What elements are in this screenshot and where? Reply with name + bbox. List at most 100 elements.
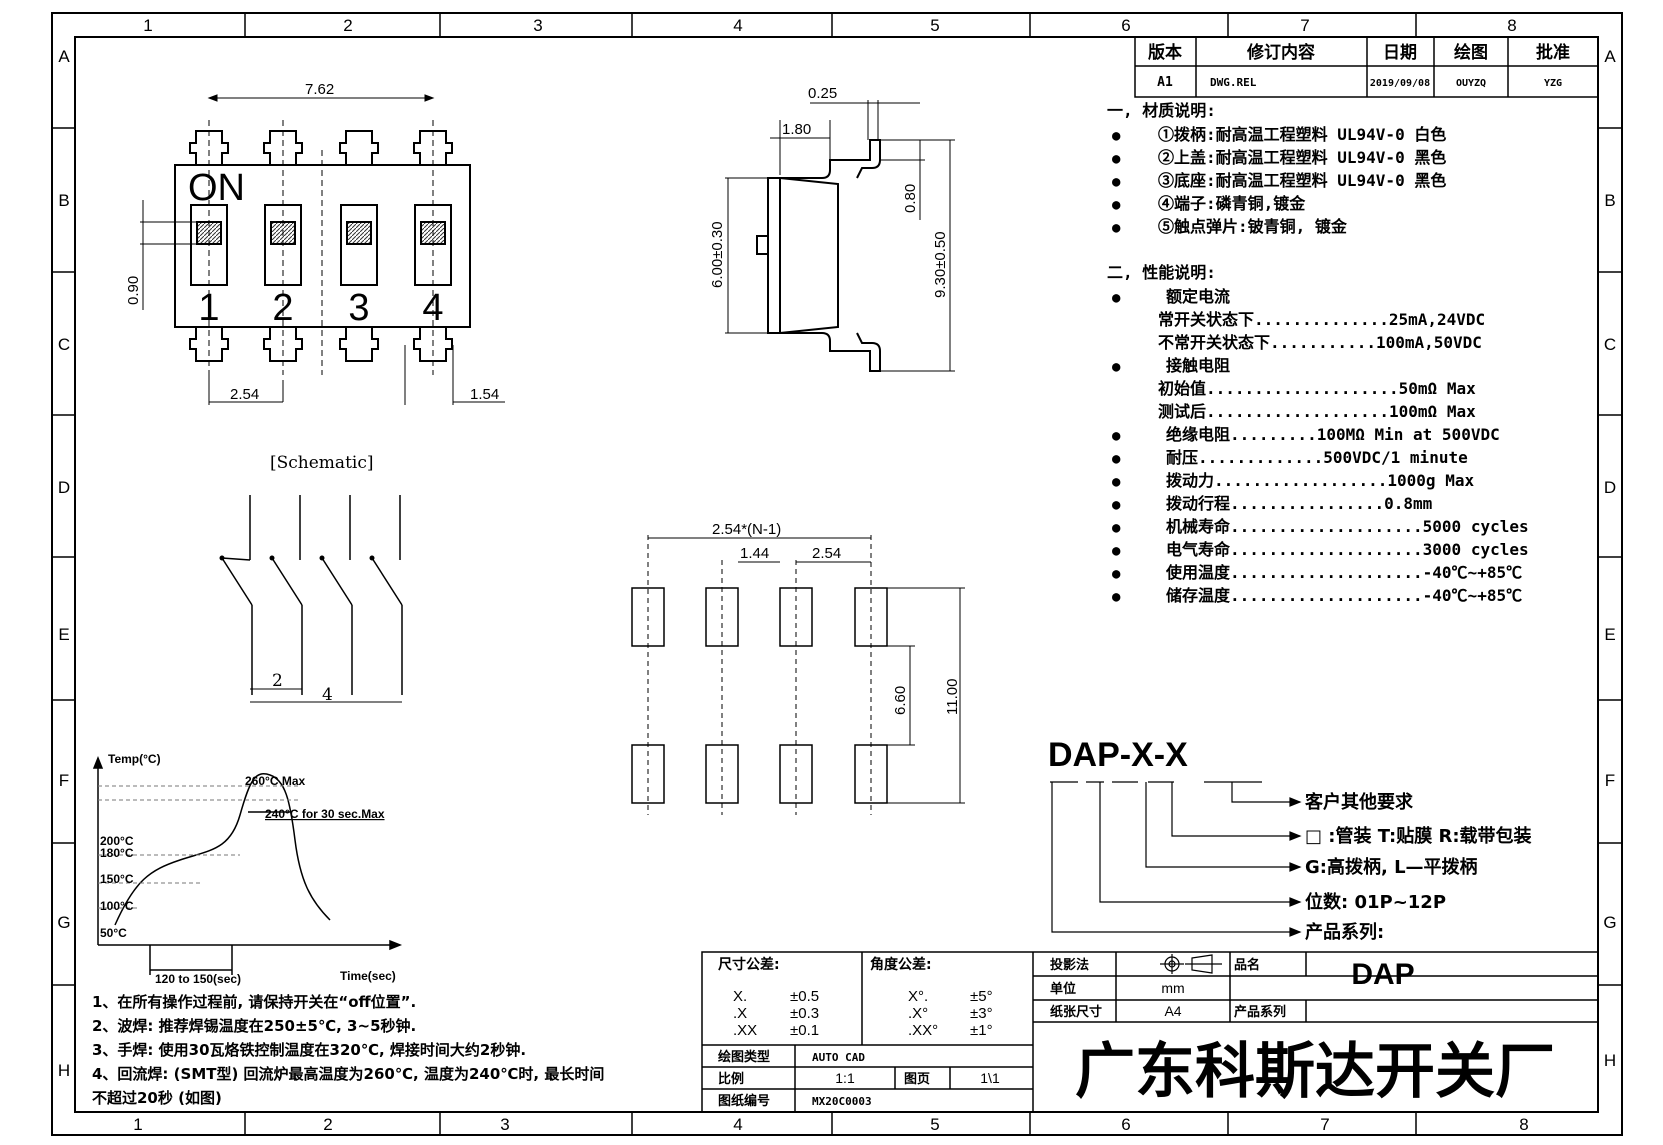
note-line: 不超过20秒 (如图) [92, 1089, 222, 1107]
dim-label: 1.44 [740, 545, 769, 562]
rev-header: 版本 [1148, 42, 1182, 63]
col-label: 7 [1300, 16, 1309, 35]
row-label: A [1604, 47, 1616, 66]
tb-label: 绘图类型 [718, 1049, 770, 1065]
bullet-icon: ● [1112, 589, 1121, 605]
product-name: DAP [1351, 958, 1414, 991]
switch-number: 4 [422, 287, 443, 329]
peak-label: 260°C Max [245, 774, 305, 788]
rev-cell: OUYZQ [1456, 78, 1486, 89]
tb-value: 1:1 [835, 1070, 855, 1086]
performance-line: 拨动行程................0.8mm [1166, 494, 1433, 513]
pin-bottom [189, 327, 453, 362]
tol-cell: ±5° [970, 988, 993, 1005]
row-label: E [58, 625, 69, 644]
switch-slots [190, 204, 452, 286]
duration-label: 120 to 150(sec) [155, 972, 241, 986]
performance-line: 耐压.............500VDC/1 minute [1166, 448, 1468, 467]
axis-label: Temp(°C) [108, 752, 161, 766]
material-item: ①拨柄:耐高温工程塑料 UL94V-0 白色 [1158, 125, 1446, 144]
tb-value: 1\1 [980, 1070, 1000, 1086]
col-label: 4 [733, 16, 742, 35]
dim-label: 1.54 [470, 386, 499, 403]
bullet-icon: ● [1112, 566, 1121, 582]
tol-cell: .X [733, 1005, 747, 1022]
tol-cell: .X° [908, 1005, 928, 1022]
tol-cell: X. [733, 988, 747, 1005]
dim-label: 0.90 [125, 276, 142, 305]
performance-line: 额定电流 [1166, 287, 1230, 306]
col-label: 8 [1519, 1115, 1528, 1134]
axis-label: Time(sec) [340, 969, 396, 983]
tol-cell: ±0.3 [790, 1005, 819, 1022]
hold-label: 240°C for 30 sec.Max [265, 807, 385, 821]
col-label: 8 [1507, 16, 1516, 35]
bullet-icon: ● [1112, 428, 1121, 444]
material-item: ②上盖:耐高温工程塑料 UL94V-0 黑色 [1158, 148, 1446, 167]
dim-label: 6.60 [892, 686, 909, 715]
rev-cell: YZG [1544, 78, 1562, 89]
tb-label: 图页 [904, 1072, 930, 1087]
row-label: F [1605, 771, 1615, 790]
performance-line: 不常开关状态下...........100mA,50VDC [1158, 333, 1482, 352]
side-view-labels: 0.25 1.80 0.80 6.00±0.30 9.30±0.50 [709, 85, 949, 298]
bullet-icon: ● [1112, 497, 1121, 513]
tb-value: AUTO CAD [812, 1051, 865, 1064]
dim-label: 7.62 [305, 81, 334, 98]
legend-item: □ :管装 T:贴膜 R:载带包装 [1305, 825, 1532, 847]
row-label: B [1604, 191, 1615, 210]
performance-line: 常开关状态下..............25mA,24VDC [1158, 310, 1485, 329]
col-label: 3 [500, 1115, 509, 1134]
company-name: 广东科斯达开关厂 [1075, 1037, 1555, 1107]
spec-text: 一, 材质说明: ● ①拨柄:耐高温工程塑料 UL94V-0 白色 ● ②上盖:… [1107, 101, 1529, 605]
dim-label: 2.54 [812, 545, 841, 562]
performance-line: 接触电阻 [1166, 356, 1230, 375]
col-label: 1 [143, 16, 152, 35]
tb-value: A4 [1164, 1003, 1181, 1019]
rev-cell: DWG.REL [1210, 76, 1257, 89]
tol-cell: ±1° [970, 1022, 993, 1039]
col-label: 6 [1121, 1115, 1130, 1134]
tb-label: 品名 [1234, 957, 1260, 973]
rev-header: 绘图 [1454, 42, 1488, 63]
temp-label: 200°C [100, 834, 134, 848]
row-label: C [1604, 335, 1616, 354]
temp-label: 180°C [100, 846, 134, 860]
performance-line: 绝缘电阻.........100MΩ Min at 500VDC [1166, 425, 1500, 444]
switch-number: 3 [348, 287, 369, 329]
rev-cell: A1 [1157, 75, 1173, 90]
col-label: 5 [930, 16, 939, 35]
row-label: H [58, 1061, 70, 1080]
tol-cell: ±0.5 [790, 988, 819, 1005]
rev-cell: 2019/09/08 [1370, 78, 1430, 89]
legend-item: 位数: 01P~12P [1305, 891, 1446, 913]
on-label: ON [188, 167, 245, 209]
performance-line: 使用温度....................-40℃~+85℃ [1165, 563, 1522, 582]
col-label: 2 [323, 1115, 332, 1134]
tol-cell: ±0.1 [790, 1022, 819, 1039]
dim-label: 2.54 [230, 386, 259, 403]
row-label: B [58, 191, 69, 210]
tol-title: 角度公差: [870, 956, 932, 973]
revision-table: 版本 修订内容 日期 绘图 批准 A1 DWG.REL 2019/09/08 O… [1134, 36, 1599, 98]
bullet-icon: ● [1112, 220, 1121, 236]
col-label: 7 [1320, 1115, 1329, 1134]
row-label: E [1604, 625, 1615, 644]
schematic: [Schematic] 2 4 [219, 453, 403, 705]
pin-top [189, 130, 453, 165]
performance-line: 储存温度....................-40℃~+85℃ [1165, 586, 1522, 605]
performance-line: 电气寿命....................3000 cycles [1166, 540, 1529, 559]
dim-label: 6.00±0.30 [709, 221, 726, 288]
bullet-icon: ● [1112, 197, 1121, 213]
note-line: 1、在所有操作过程前, 请保持开关在“off位置”. [92, 993, 416, 1011]
note-line: 4、回流焊: (SMT型) 回流炉最高温度为260℃, 温度为240℃时, 最长… [92, 1065, 604, 1083]
rev-header: 日期 [1383, 43, 1417, 63]
tol-cell: .XX [733, 1022, 757, 1039]
bullet-icon: ● [1112, 520, 1121, 536]
tb-label: 投影法 [1050, 957, 1089, 973]
dim-label: 0.25 [808, 85, 837, 102]
col-label: 2 [343, 16, 352, 35]
legend-item: G:高拨柄, L—平拨柄 [1305, 856, 1478, 878]
